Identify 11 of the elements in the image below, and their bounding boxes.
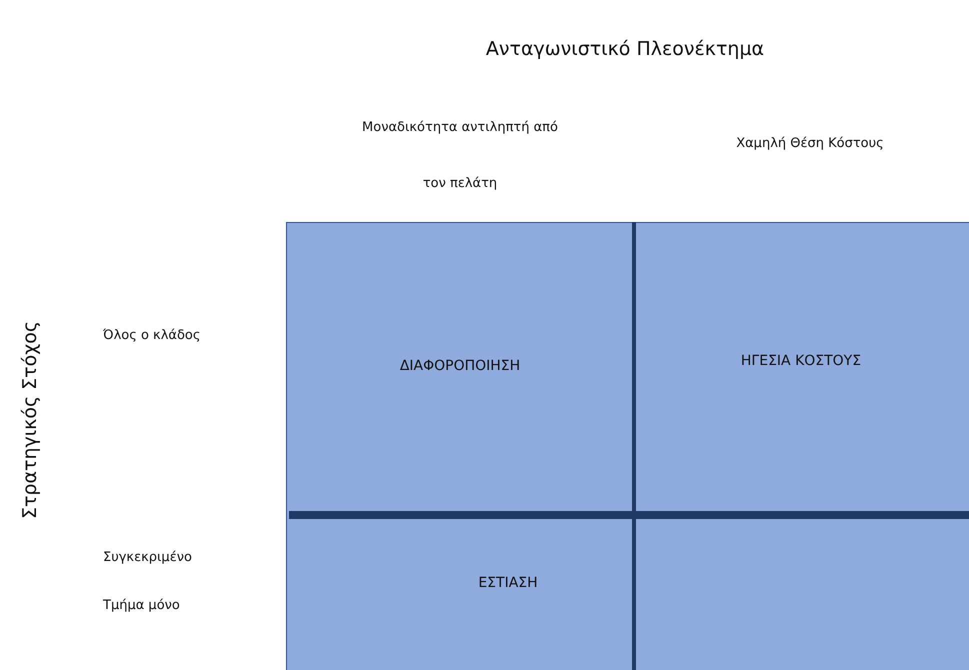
axis-title: Ανταγωνιστικό Πλεονέκτημα xyxy=(484,38,766,60)
column-heading: Χαμηλή Θέση Κόστους xyxy=(735,135,885,153)
strategy-label: ΗΓΕΣΙΑ ΚΟΣΤΟΥΣ xyxy=(740,353,862,369)
axis-title: Στρατηγικός Στόχος xyxy=(18,320,42,522)
column-heading: Μοναδικότητα αντιληπτή από τον πελάτη xyxy=(361,119,559,193)
strategy-label: ΔΙΑΦΟΡΟΠΟΙΗΣΗ xyxy=(398,358,522,374)
quadrant xyxy=(286,222,633,515)
row-heading: Όλος ο κλάδος xyxy=(103,327,202,345)
quadrant xyxy=(286,515,969,670)
strategy-label: ΕΣΤΙΑΣΗ xyxy=(477,575,539,591)
row-heading: Συγκεκριμένο Τμήμα μόνο xyxy=(103,549,193,615)
